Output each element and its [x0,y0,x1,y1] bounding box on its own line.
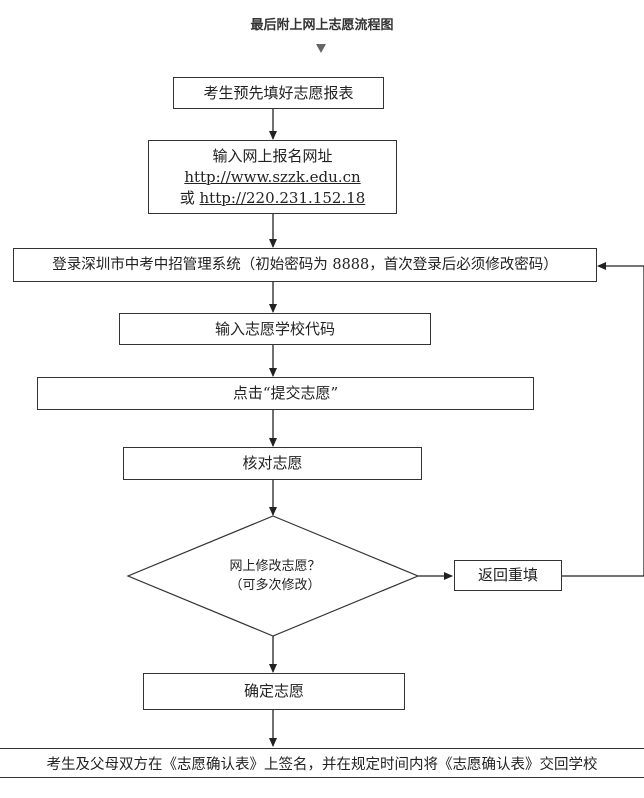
down-triangle-icon [316,44,326,53]
decision-diamond [126,515,420,637]
decision-text: 网上修改志愿？ （可多次修改） [130,557,420,595]
loop-back-line [562,266,644,577]
input-url-label: 输入网上报名网址 [212,146,333,165]
prefill-label: 考生预先填好志愿报表 [203,83,354,102]
school-code-label: 输入志愿学校代码 [214,319,335,338]
verify-label: 核对志愿 [242,454,303,472]
url-line-2: 或 http://220.231.152.18 [180,188,366,209]
school-code-box: 输入志愿学校代码 [119,313,431,345]
refill-label: 返回重填 [477,566,538,584]
submit-box: 点击“提交志愿” [37,377,534,410]
verify-box: 核对志愿 [123,447,422,480]
prefill-box: 考生预先填好志愿报表 [173,77,384,109]
page-title: 最后附上网上志愿流程图 [250,18,394,33]
url-link-1[interactable]: http://www.szzk.edu.cn [184,167,361,186]
refill-box: 返回重填 [454,560,562,591]
sign-box: 考生及父母双方在《志愿确认表》上签名，并在规定时间内将《志愿确认表》交回学校 [0,748,644,778]
sign-label: 考生及父母双方在《志愿确认表》上签名，并在规定时间内将《志愿确认表》交回学校 [46,756,598,773]
decision-line-2: （可多次修改） [229,578,321,593]
confirm-box: 确定志愿 [143,673,405,710]
url-link-2[interactable]: http://220.231.152.18 [199,188,366,207]
url-or-label: 或 [179,188,195,207]
login-box: 登录深圳市中考中招管理系统（初始密码为 8888，首次登录后必须修改密码） [13,248,597,282]
confirm-label: 确定志愿 [243,682,304,700]
decision-line-1: 网上修改志愿？ [229,559,321,574]
input-url-box: 输入网上报名网址 http://www.szzk.edu.cn 或 http:/… [148,140,397,214]
submit-label: 点击“提交志愿” [232,384,339,402]
login-label: 登录深圳市中考中招管理系统（初始密码为 8888，首次登录后必须修改密码） [52,256,558,273]
